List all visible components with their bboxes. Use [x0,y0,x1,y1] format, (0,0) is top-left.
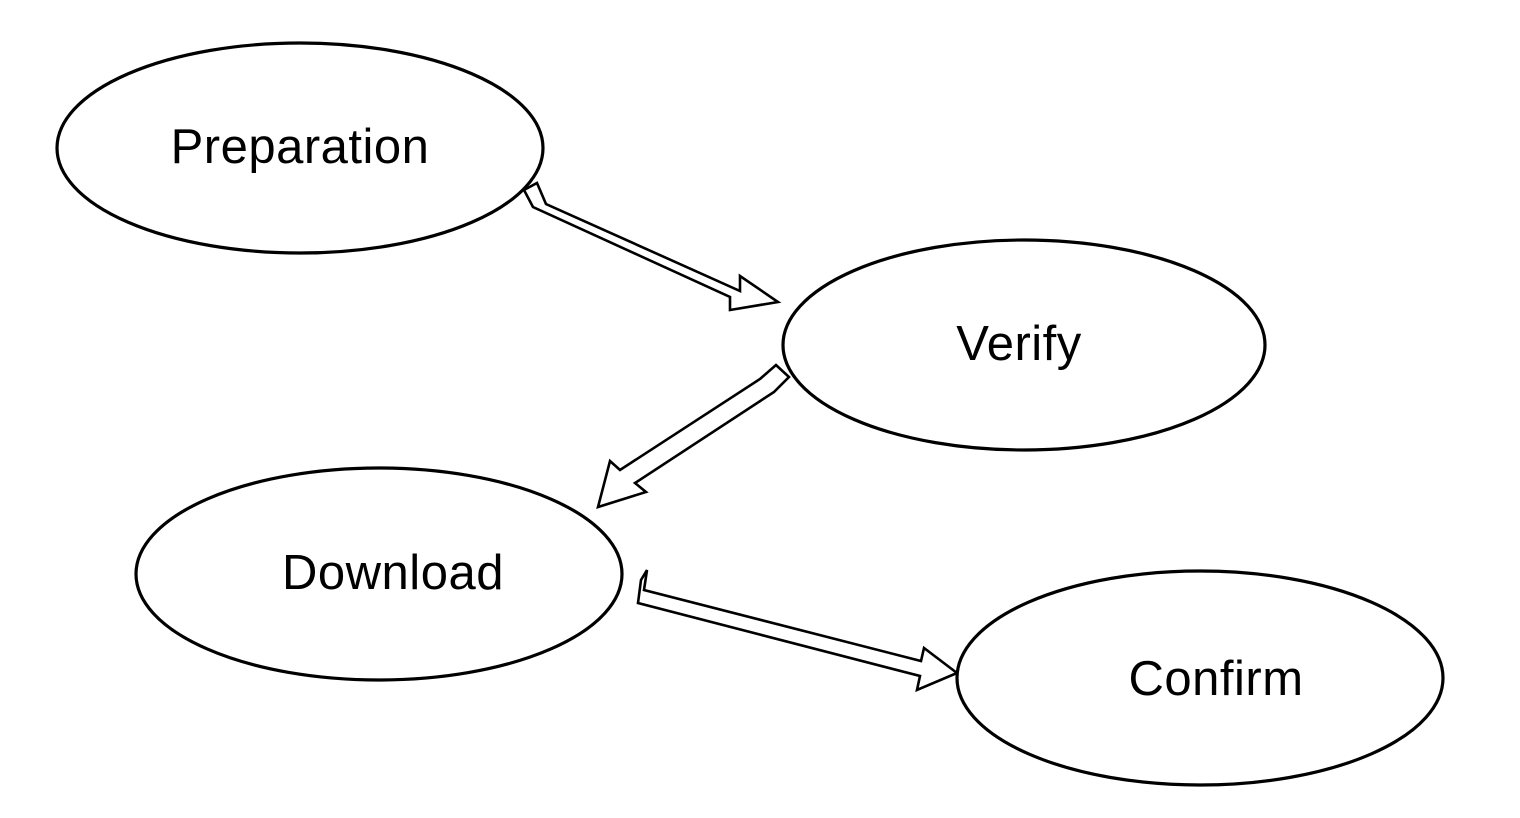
edge-verify-to-download[interactable] [596,363,791,509]
node-preparation-label: Preparation [171,120,430,174]
node-download-label: Download [282,546,504,600]
node-download-shape [134,466,624,682]
node-verify-label: Verify [956,317,1082,371]
node-download[interactable]: Download [134,466,624,682]
edge-download-to-confirm[interactable] [636,569,960,693]
node-verify[interactable]: Verify [781,238,1267,452]
edge-preparation-to-verify[interactable] [522,181,782,312]
arrow-shaft-head-verify-to-download [596,363,791,509]
edge-layer [522,181,960,693]
arrow-shaft-head-download-to-confirm [636,569,960,693]
node-preparation-shape [55,41,545,255]
node-confirm-shape [955,569,1445,787]
node-confirm[interactable]: Confirm [955,569,1445,787]
arrow-shaft-head-preparation-to-verify [522,181,782,312]
node-confirm-label: Confirm [1128,652,1303,706]
node-verify-shape [781,238,1267,452]
node-preparation[interactable]: Preparation [55,41,545,255]
node-layer: Preparation Verify Download Confirm [55,41,1445,787]
